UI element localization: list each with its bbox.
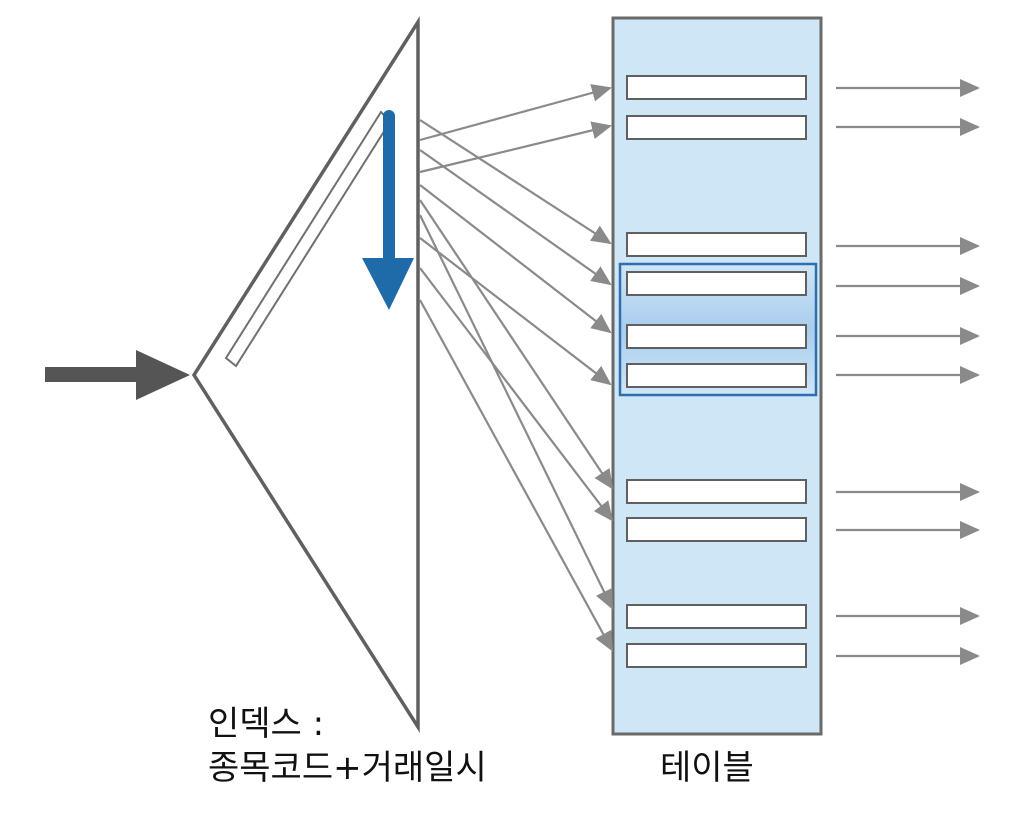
index-label-line2: 종목코드+거래일시 [208,748,487,788]
pointer-arrow [419,214,613,610]
pointer-arrow [419,237,612,386]
table-row [626,75,807,100]
pointer-arrow [419,121,612,174]
table-row [626,517,807,542]
table-row [626,115,807,140]
table-rows [626,75,807,668]
pointer-arrow [419,119,612,245]
table-row [626,604,807,629]
table-row [626,363,807,388]
scan-direction-arrow [362,110,414,310]
pointer-arrow [419,199,614,490]
table-row [626,479,807,504]
output-arrows [836,79,980,665]
table-row [626,271,807,296]
table-row [626,324,807,349]
pointer-arrow [419,299,613,652]
pointer-arrow [419,184,612,334]
table-label: 테이블 [660,748,754,788]
pointer-arrow [419,84,612,142]
table-row [626,232,807,257]
index-triangle [191,15,420,734]
pointer-arrow [419,149,612,286]
pointer-arrow [419,267,614,522]
index-pointer-arrows [419,84,614,652]
input-arrow [45,350,190,400]
index-label-line1: 인덱스 : [208,704,325,744]
table-row [626,643,807,668]
